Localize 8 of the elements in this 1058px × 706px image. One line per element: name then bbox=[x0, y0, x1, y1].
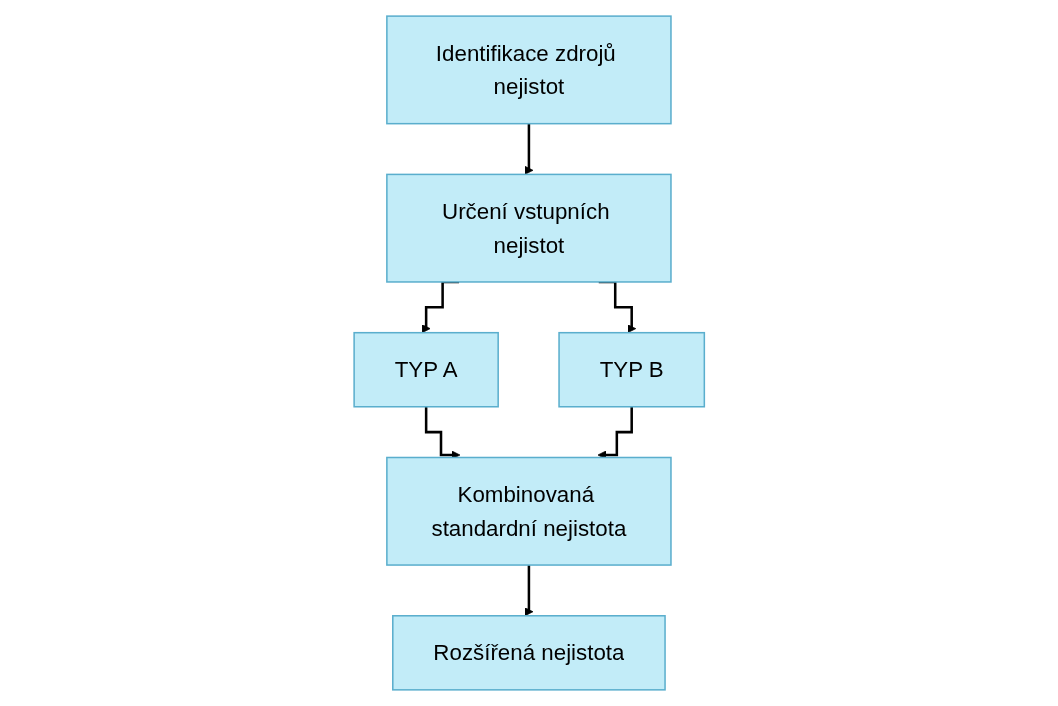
node-box bbox=[385, 173, 672, 283]
arrow bbox=[524, 122, 534, 175]
flowchart-drawing: Identifikace zdrojů nejistot Určení vstupních nejistot TYP A TYP B Kombinovaná standardní nejistota Rozšířená nejistota bbox=[345, 8, 713, 698]
node-box bbox=[391, 615, 666, 691]
node-box bbox=[385, 456, 672, 566]
node-box bbox=[385, 15, 672, 125]
node-box bbox=[558, 331, 705, 408]
node-box bbox=[353, 331, 499, 408]
